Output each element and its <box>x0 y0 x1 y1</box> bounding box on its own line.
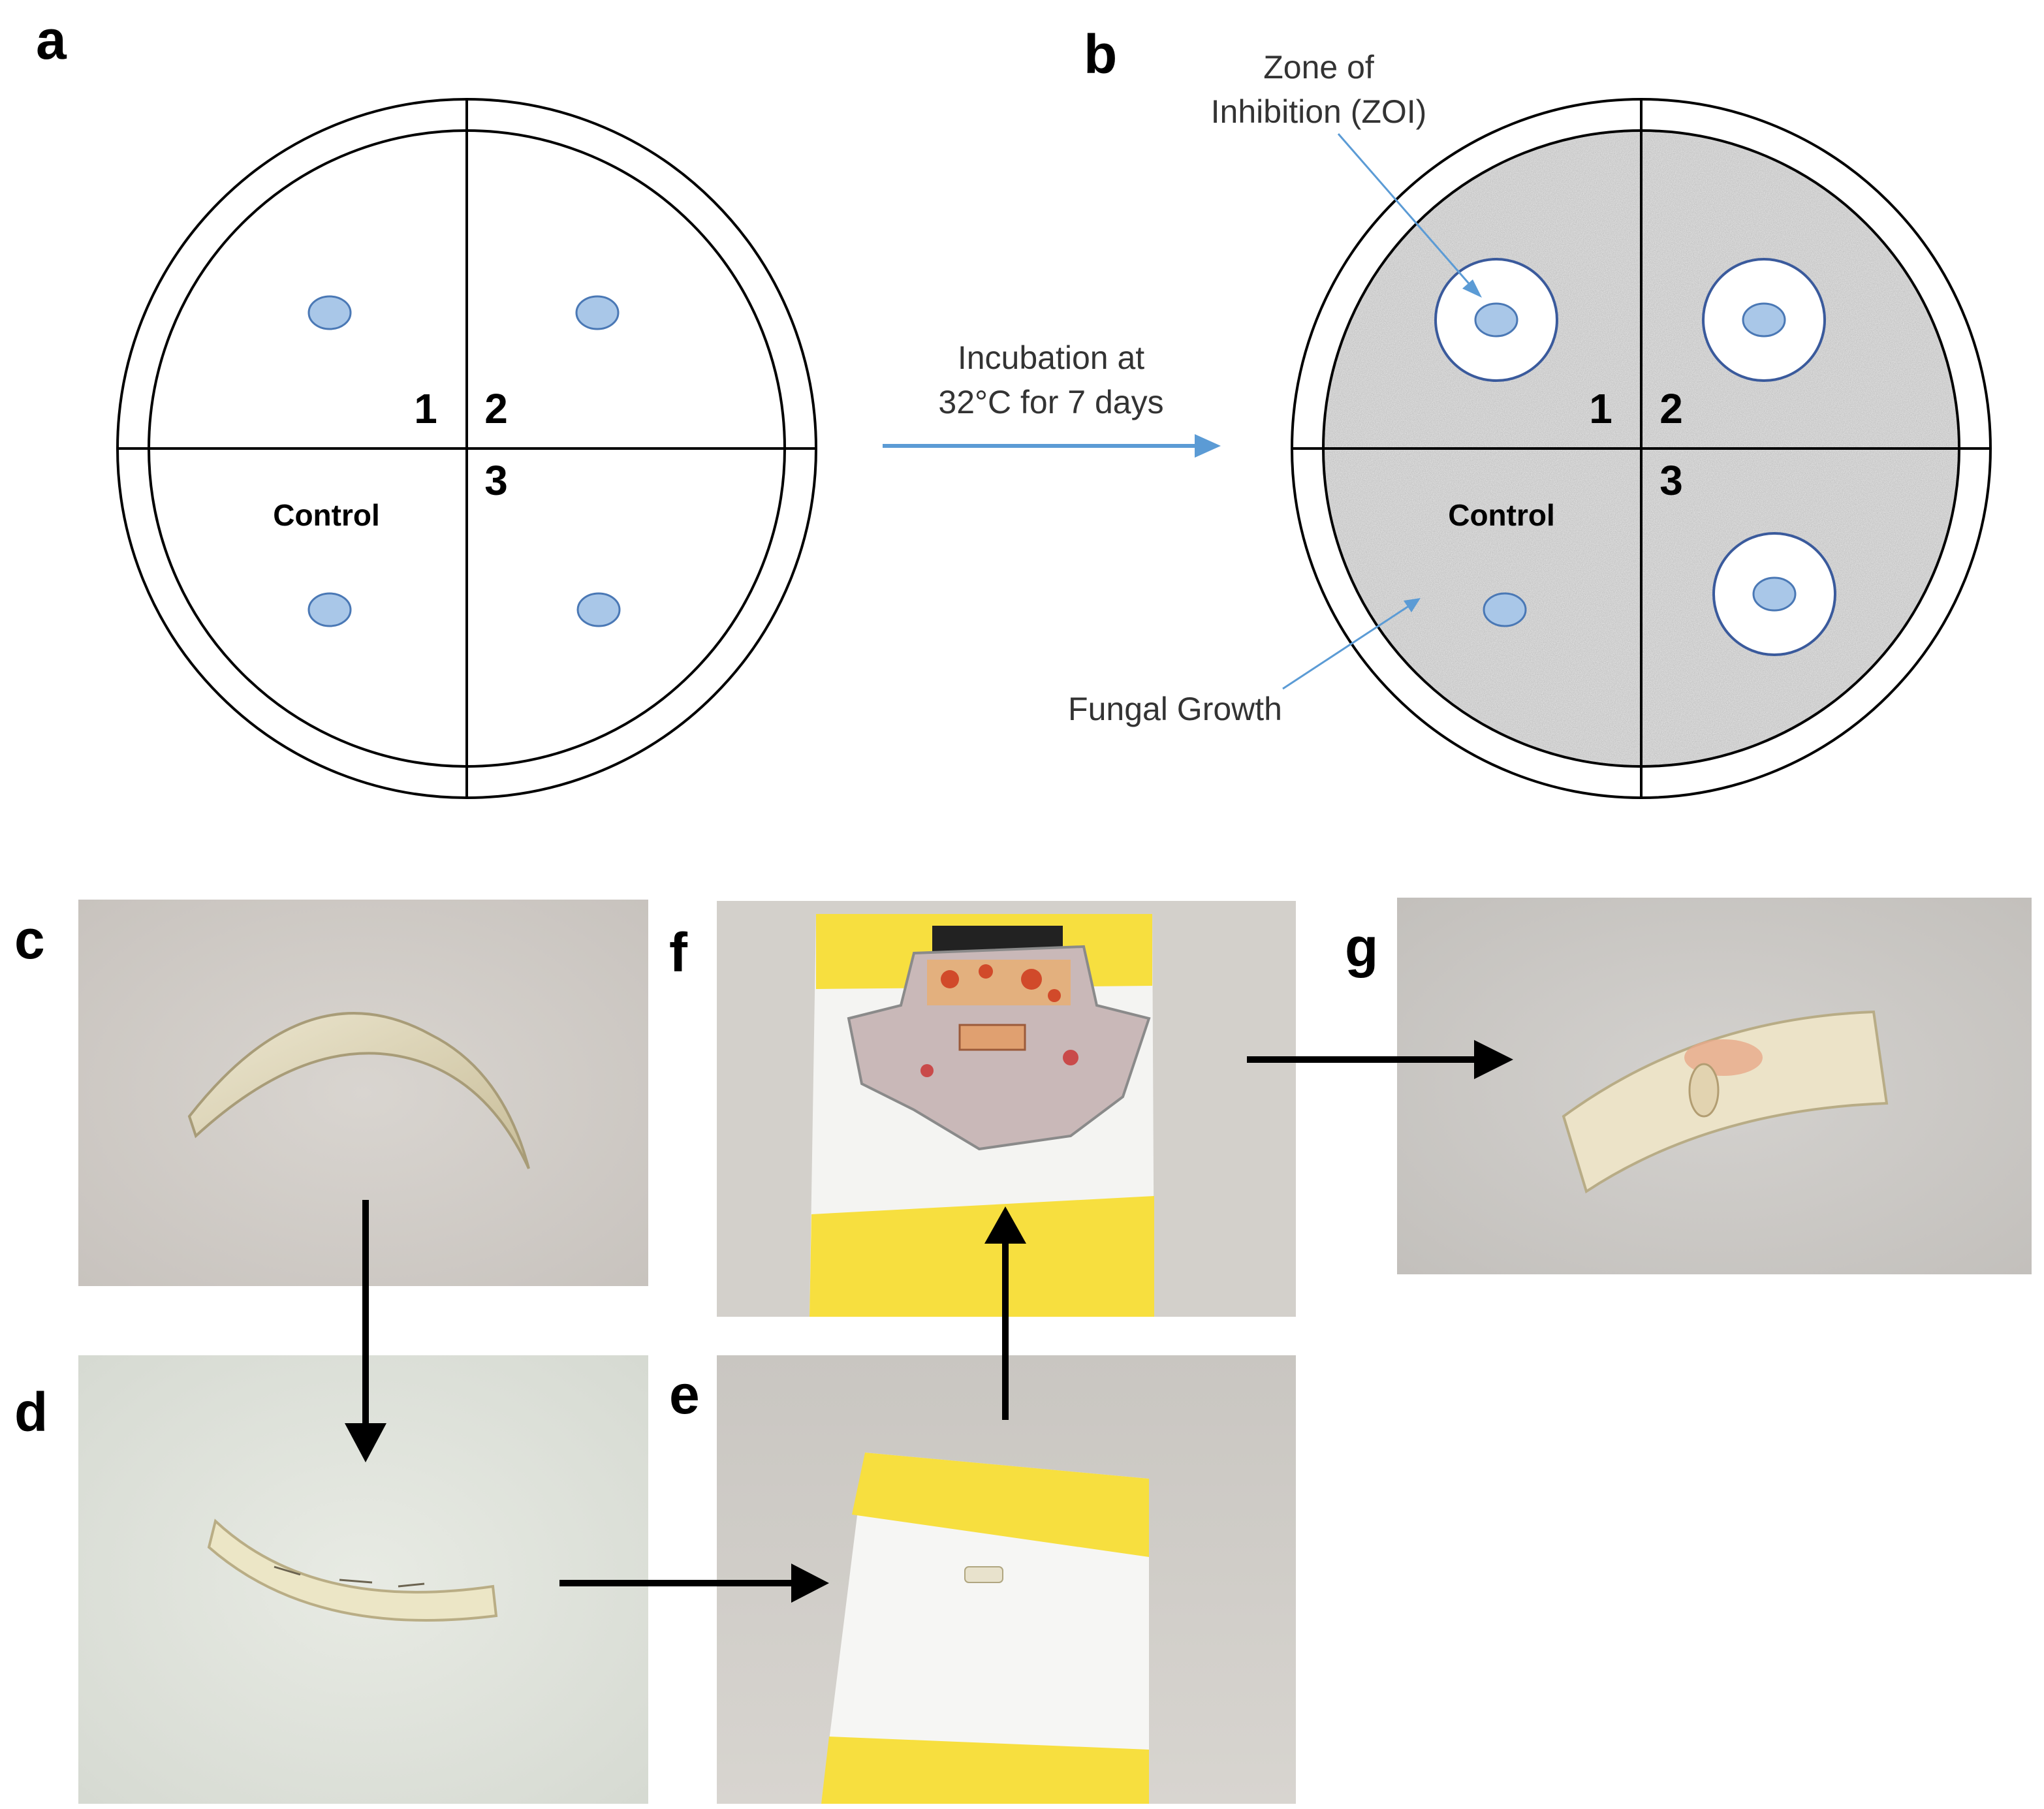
workflow-arrows <box>345 1040 1513 1603</box>
panel-a: a 1 2 3 Control <box>36 9 817 799</box>
panel-label-d: d <box>14 1381 48 1443</box>
slide-yellow-tape-top <box>852 1453 1149 1557</box>
petri-dish-a <box>116 98 817 799</box>
fungal-growth-callout: Fungal Growth <box>1068 691 1282 727</box>
fungal-lawn <box>1325 132 1958 765</box>
arrow-c-to-d <box>345 1200 386 1462</box>
panel-label-e: e <box>669 1364 700 1425</box>
photo-stained-fragment <box>1397 898 2032 1274</box>
disk-control <box>307 592 352 627</box>
disk-quadrant-2 <box>1742 302 1786 338</box>
panel-label-f: f <box>669 922 688 983</box>
slide-yellow-tape-bottom <box>810 1196 1154 1317</box>
quadrant-label-1: 1 <box>414 385 437 432</box>
panel-label-c: c <box>14 909 45 970</box>
disk-quadrant-2 <box>575 295 620 330</box>
stained-sample <box>958 1024 1026 1051</box>
fragment-shape <box>1562 1010 1889 1194</box>
zoi-callout-line-1: Zone of <box>1263 49 1374 86</box>
control-label: Control <box>273 498 380 532</box>
stain-area <box>847 926 1151 1151</box>
panel-label-a: a <box>36 9 67 71</box>
fungal-pointer-line <box>1282 604 1411 690</box>
disk-quadrant-3 <box>1752 576 1797 612</box>
disk-quadrant-1 <box>1474 302 1518 338</box>
incubation-label-line-1: Incubation at <box>958 339 1144 376</box>
photo-stained-slide <box>717 901 1296 1317</box>
disk-quadrant-3 <box>576 592 621 627</box>
panel-d: d <box>14 1355 648 1804</box>
incubation-step: Incubation at 32°C for 7 days <box>883 339 1221 458</box>
zoi-pointer-head <box>1462 279 1482 298</box>
nail-fragment-shape <box>207 1518 498 1622</box>
incubation-label-line-2: 32°C for 7 days <box>938 384 1163 420</box>
panel-e: e <box>669 1355 1296 1804</box>
petri-dish-b <box>1291 98 1992 799</box>
quadrant-label-1: 1 <box>1589 385 1612 432</box>
disk-control <box>1483 592 1527 627</box>
arrow-f-to-g <box>1247 1040 1513 1079</box>
panel-f: f <box>669 901 1296 1317</box>
disks-a <box>307 295 621 627</box>
disk-quadrant-1 <box>307 295 352 330</box>
panel-label-b: b <box>1084 24 1117 85</box>
quadrant-label-2: 2 <box>484 385 508 432</box>
quadrant-label-3: 3 <box>484 457 508 504</box>
quadrant-label-3: 3 <box>1659 457 1683 504</box>
panel-b: b 1 2 3 Control Zone of Inhibition (ZOI) <box>1068 24 1992 799</box>
quadrant-label-2: 2 <box>1659 385 1683 432</box>
zoi-pointer-line <box>1337 133 1473 288</box>
panel-c: c <box>14 900 648 1286</box>
slide-yellow-tape-bottom <box>821 1737 1149 1804</box>
incubation-arrow-head <box>1195 434 1221 458</box>
panel-label-g: g <box>1345 917 1378 978</box>
arrow-e-to-f <box>984 1206 1026 1420</box>
fungal-pointer-head <box>1404 598 1421 612</box>
control-label: Control <box>1448 498 1555 532</box>
panel-g: g <box>1345 898 2032 1274</box>
disks-b <box>1474 302 1797 627</box>
zoi-callout-line-2: Inhibition (ZOI) <box>1211 93 1427 130</box>
nail-clipping-shape <box>187 1012 530 1169</box>
slide-sample <box>964 1566 1003 1583</box>
arrow-d-to-e <box>559 1564 829 1603</box>
